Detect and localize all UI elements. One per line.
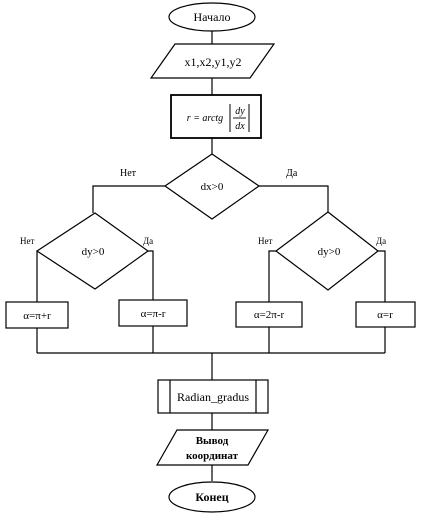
decision-dx <box>163 153 261 220</box>
input-label: x1,x2,y1,y2 <box>185 55 242 69</box>
subroutine-label: Radian_gradus <box>177 390 249 404</box>
process-right-yes <box>355 301 416 328</box>
start-terminator <box>168 2 256 32</box>
decision-dy-right-label: dy>0 <box>318 246 341 258</box>
process-left-no <box>5 301 69 329</box>
decision-dy-left-label: dy>0 <box>82 246 105 258</box>
connector-dx-yes <box>259 185 329 212</box>
process-left-yes <box>118 299 188 327</box>
decision-dy-right <box>275 211 379 291</box>
connector-left-yes <box>148 250 154 300</box>
label-yes-right: Да <box>376 236 386 246</box>
formula-text: r = arctg dy dx <box>187 104 250 132</box>
process-right-no <box>235 301 303 328</box>
decision-dx-label: dx>0 <box>201 181 224 193</box>
label-yes-dx: Да <box>286 168 298 179</box>
process-left-no-label: α=π+r <box>23 310 51 322</box>
connector-right-yes <box>378 250 386 302</box>
label-yes-left: Да <box>143 236 153 246</box>
output-label-line2: координат <box>186 450 239 462</box>
end-terminator <box>168 481 256 513</box>
connector-right-no <box>268 250 276 302</box>
formula-box <box>170 94 262 139</box>
label-no-dx: Нет <box>120 168 137 179</box>
process-left-yes-label: α=π-r <box>141 308 166 320</box>
end-label: Конец <box>195 490 228 504</box>
subroutine-box <box>157 379 269 414</box>
label-no-right: Нет <box>258 236 272 246</box>
label-no-left: Нет <box>20 236 34 246</box>
start-label: Начало <box>194 10 231 24</box>
output-parallelogram <box>155 429 270 466</box>
decision-dy-left <box>35 212 150 290</box>
process-right-no-label: α=2π-r <box>254 309 285 321</box>
formula-lhs: r = arctg <box>187 113 223 124</box>
output-label-line1: Вывод <box>196 435 229 447</box>
connector-dx-no <box>92 185 165 213</box>
formula-numerator: dy <box>235 106 245 117</box>
process-right-yes-label: α=r <box>377 309 393 321</box>
formula-denominator: dx <box>235 121 245 132</box>
input-parallelogram <box>149 43 276 79</box>
